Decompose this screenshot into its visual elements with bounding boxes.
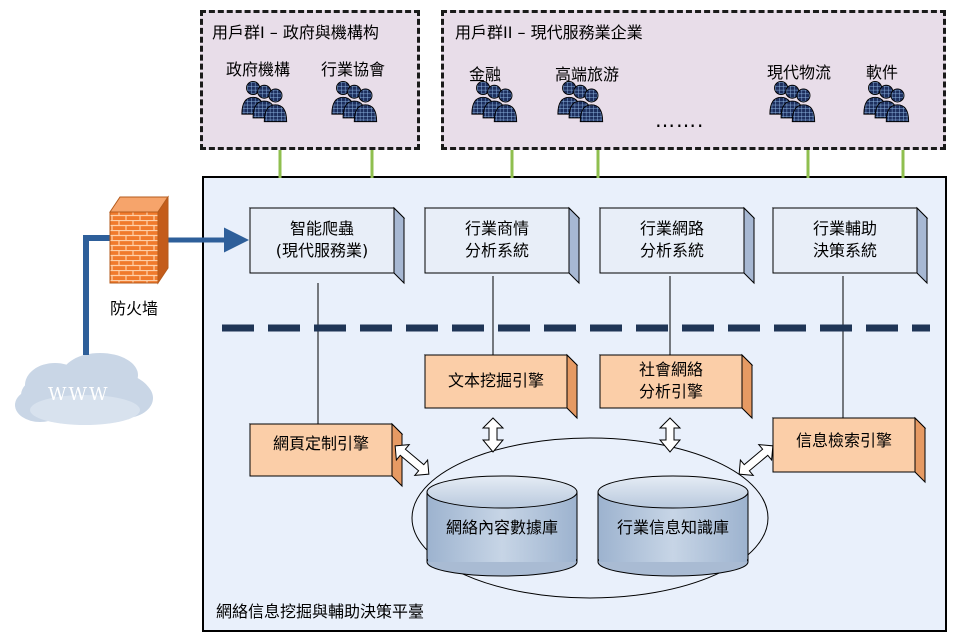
user-group-2-title: 用戶群II – 現代服務業企業 xyxy=(455,23,643,42)
people-icon-logistics xyxy=(769,80,816,123)
user-group-1-title: 用戶群I – 政府與機構构 xyxy=(212,23,379,42)
people-icon-industry-assoc xyxy=(331,80,378,123)
system-network-analysis-label: 行業網路分析系統 xyxy=(639,219,704,260)
engine-social-network-label: 社會網絡分析引擎 xyxy=(638,360,703,401)
engine-text-mining-label: 文本挖掘引擎 xyxy=(447,371,544,390)
database-knowledge-label: 行業信息知識庫 xyxy=(616,518,729,537)
user-label-industry-assoc: 行業協會 xyxy=(321,60,386,79)
firewall-label: 防火墙 xyxy=(110,299,159,318)
engine-box-web-custom xyxy=(248,422,404,488)
user-label-logistics: 現代物流 xyxy=(767,63,832,82)
user-label-finance: 金融 xyxy=(469,65,502,84)
user-label-government: 政府機構 xyxy=(226,60,291,79)
system-box-decision-support xyxy=(771,206,929,285)
engine-web-custom-label: 網頁定制引擎 xyxy=(272,434,369,453)
firewall-icon xyxy=(109,195,169,285)
double-arrow-text-mining xyxy=(481,417,505,453)
system-box-crawler xyxy=(248,206,406,285)
double-arrow-info-retrieval xyxy=(738,444,774,476)
system-decision-support-label: 行業輔助決策系統 xyxy=(812,219,877,260)
database-icon-content xyxy=(426,475,578,577)
system-crawler-label: 智能爬蟲(現代服務業) xyxy=(275,219,369,260)
ellipsis-more-users: ……. xyxy=(655,108,705,132)
engine-box-text-mining xyxy=(423,353,579,420)
green-connectors xyxy=(278,150,905,178)
cloud-icon xyxy=(15,353,153,425)
system-business-intel-label: 行業商情分析系統 xyxy=(464,219,529,260)
user-label-tourism: 高端旅游 xyxy=(555,65,620,84)
database-icon-knowledge xyxy=(597,475,749,577)
cloud-label: WWW xyxy=(48,384,110,405)
double-arrow-social-network xyxy=(658,417,682,453)
engine-info-retrieval-label: 信息檢索引擎 xyxy=(795,431,892,450)
platform-title: 網絡信息挖掘與輔助決策平臺 xyxy=(216,602,425,621)
engine-box-info-retrieval xyxy=(771,416,927,484)
system-box-network-analysis xyxy=(598,206,756,285)
database-group-ellipse xyxy=(411,437,769,599)
people-icon-software xyxy=(863,80,910,123)
system-to-engine-lines xyxy=(317,276,844,426)
people-icon-government xyxy=(241,80,288,123)
system-box-business-intel xyxy=(423,206,581,285)
user-label-software: 軟件 xyxy=(866,63,899,82)
user-group-2 xyxy=(441,10,946,150)
user-group-1 xyxy=(200,10,420,150)
engine-box-social-network xyxy=(598,353,754,420)
people-icon-finance xyxy=(471,80,518,123)
double-arrow-web-custom xyxy=(394,444,430,476)
database-content-label: 網絡內容數據庫 xyxy=(445,518,558,537)
people-icon-tourism xyxy=(557,80,604,123)
